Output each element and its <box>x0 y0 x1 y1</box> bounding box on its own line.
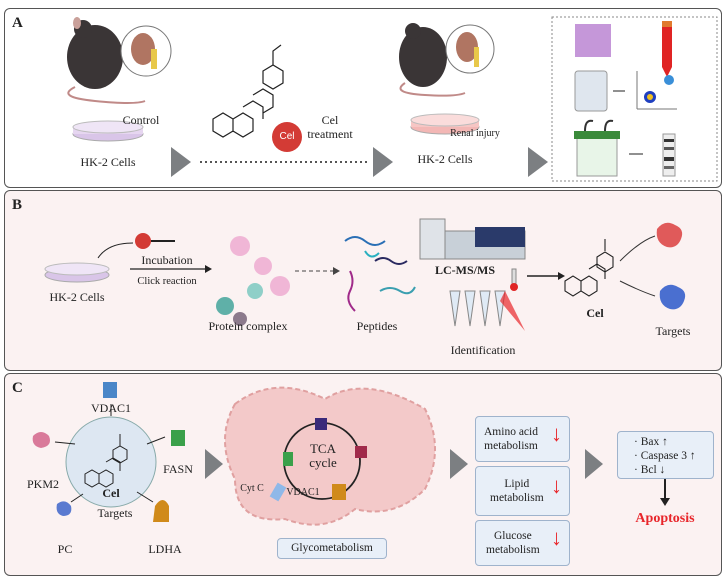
hk2-cells-label: HK-2 Cells <box>49 290 105 304</box>
curved-arrow-icon <box>97 242 134 259</box>
apoptosis-markers-box: · Bax ↑ · Caspase 3 ↑ · Bcl ↓ <box>617 431 714 479</box>
pc-label: PC <box>57 542 73 556</box>
panel-label-c: C <box>12 380 23 396</box>
glycometabolism-box: Glycometabolism <box>277 538 387 559</box>
triangle-arrow-icon <box>450 449 468 479</box>
decrease-arrow-icon: ↓ <box>551 421 562 446</box>
kidney-zoom-icon <box>445 24 495 74</box>
peptides-icon <box>344 236 416 312</box>
protein-complex-label: Protein complex <box>208 319 288 333</box>
tca-enzyme-icon <box>283 452 293 466</box>
tca-cycle-label: TCA cycle <box>309 441 337 470</box>
metabolism-box-amino-acid: Amino acid metabolism ↓ <box>475 416 570 462</box>
panel-b-illustrations <box>44 218 686 331</box>
panel-a-illustrations <box>67 16 718 182</box>
celastrol-structure-icon <box>84 434 128 488</box>
panel-a: A Control HK-2 Cells Cel Cel treatment R… <box>4 8 722 188</box>
triangle-arrow-icon <box>171 147 191 177</box>
click-reaction-label: Click reaction <box>137 276 197 287</box>
tca-enzyme-icon <box>355 446 367 458</box>
cel-treatment-label: Cel treatment <box>307 113 353 141</box>
glycometabolism-label: Glycometabolism <box>291 542 373 554</box>
petri-dish-left-icon <box>72 120 144 142</box>
metabolism-box-glucose: Glucose metabolism ↓ <box>475 520 570 566</box>
blood-tube-icon <box>662 21 672 77</box>
triangle-arrow-icon <box>373 147 393 177</box>
apoptosis-label: Apoptosis <box>635 511 695 526</box>
hk2-cells-label: HK-2 Cells <box>80 155 136 169</box>
western-blot-tank-icon <box>574 119 620 177</box>
cyt-c-label: Cyt C <box>240 483 264 494</box>
petri-dish-icon <box>44 262 110 283</box>
fasn-label: FASN <box>163 462 193 476</box>
metabolism-label: Glucose metabolism <box>486 530 540 556</box>
petri-dish-right-icon <box>410 113 480 135</box>
pkm2-label: PKM2 <box>26 477 60 491</box>
curved-arrow-icon <box>619 235 656 262</box>
cel-label: Cel <box>586 306 604 320</box>
target-protein-icon <box>656 222 683 248</box>
targets-label: Targets <box>97 506 133 520</box>
hk2-cells-label: HK-2 Cells <box>417 152 473 166</box>
decrease-arrow-icon: ↓ <box>551 525 562 550</box>
curved-arrow-icon <box>619 280 656 297</box>
mouse-injury-icon <box>399 23 466 97</box>
panel-c-illustrations <box>32 382 670 526</box>
tca-enzyme-icon <box>315 418 327 430</box>
flow-cytometer-icon <box>574 70 608 112</box>
triangle-arrow-icon <box>205 449 223 479</box>
assay-box <box>551 16 718 182</box>
target-arrows <box>54 404 166 503</box>
tca-enzyme-icon <box>332 484 346 500</box>
targets-label: Targets <box>655 324 691 338</box>
panel-b: B HK-2 Cells Incubation Click reaction P… <box>4 190 722 371</box>
mouse-control-icon <box>67 17 146 104</box>
lc-ms-instrument-icon <box>419 218 526 260</box>
kidney-zoom-icon <box>120 25 172 77</box>
thermometer-icon <box>500 268 525 331</box>
flow-plot-icon <box>636 71 677 110</box>
incubation-label: Incubation <box>141 253 193 267</box>
cel-badge-text: Cel <box>279 131 295 142</box>
triangle-arrow-icon <box>585 449 603 479</box>
cel-badge-icon <box>272 122 302 152</box>
lc-ms-label: LC-MS/MS <box>435 263 495 277</box>
cel-label: Cel <box>102 486 120 500</box>
triangle-arrow-icon <box>528 147 548 177</box>
renal-injury-label: Renal injury <box>450 128 500 139</box>
protein-complex-icon <box>216 236 290 326</box>
decrease-arrow-icon: ↓ <box>551 473 562 498</box>
fasn-protein-icon <box>171 430 185 446</box>
peptides-label: Peptides <box>356 319 398 333</box>
panel-label-a: A <box>12 15 23 31</box>
marker-caspase3: · Caspase 3 ↑ <box>634 450 696 462</box>
target-protein-icon <box>659 284 686 310</box>
metabolism-label: Lipid metabolism <box>490 478 544 504</box>
vdac1-mito-label: VDAC1 <box>286 487 320 498</box>
metabolism-label: Amino acid metabolism <box>484 426 538 452</box>
ldha-protein-icon <box>153 500 169 522</box>
panel-label-b: B <box>12 197 23 213</box>
marker-bax: · Bax ↑ <box>634 436 668 448</box>
blot-bands-icon <box>662 133 676 177</box>
celastrol-structure-icon <box>564 239 614 297</box>
control-label: Control <box>122 113 160 127</box>
metabolism-box-lipid: Lipid metabolism ↓ <box>475 466 570 516</box>
celastrol-structure-icon <box>212 44 284 138</box>
marker-bcl: · Bcl ↓ <box>634 464 666 476</box>
sample-tubes-icon <box>449 290 506 327</box>
vdac1-channel-icon <box>269 482 287 502</box>
ldha-label: LDHA <box>148 542 182 556</box>
histology-slide-icon <box>575 24 611 57</box>
identification-label: Identification <box>450 343 516 357</box>
pkm2-protein-icon <box>32 432 50 448</box>
panel-c: C Cel Targets VDAC1 PKM2 FASN PC LDHA TC… <box>4 373 722 576</box>
alkyne-probe-icon <box>135 233 175 249</box>
vdac1-label: VDAC1 <box>90 401 132 415</box>
pc-protein-icon <box>56 501 72 516</box>
vdac1-protein-icon <box>103 382 117 398</box>
